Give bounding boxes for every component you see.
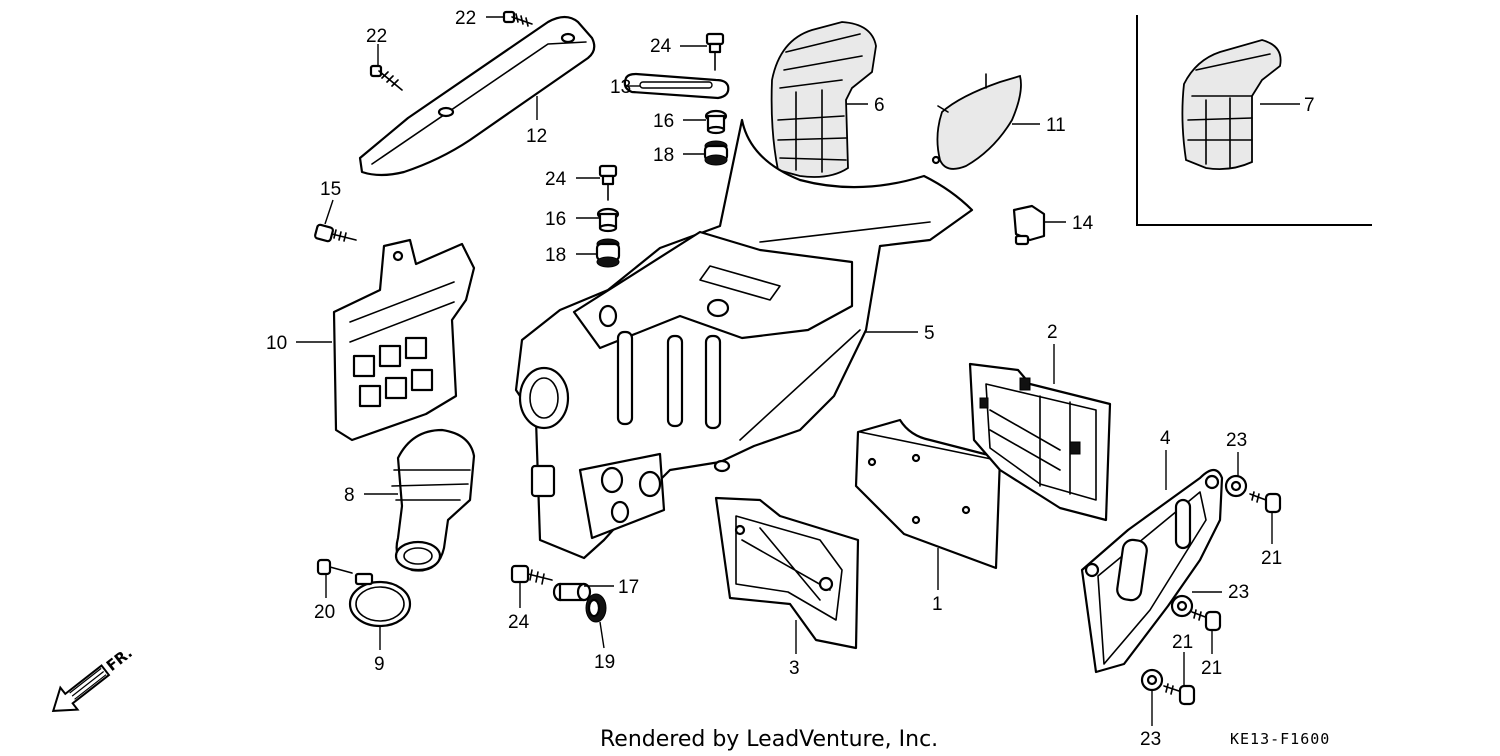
plate-3[interactable]	[714, 496, 860, 650]
callout-23: 23	[1226, 430, 1247, 451]
callout-23: 23	[1228, 582, 1249, 603]
washer-23-lower[interactable]	[1140, 668, 1164, 692]
callout-17: 17	[618, 577, 639, 598]
screw-21-lower[interactable]	[1163, 683, 1196, 706]
screw-21-upper[interactable]	[1249, 491, 1282, 514]
callout-21: 21	[1172, 632, 1193, 653]
air-cleaner-case-5[interactable]	[514, 118, 974, 560]
bracket-10[interactable]	[332, 238, 476, 442]
callout-11: 11	[1046, 115, 1066, 136]
callout-14: 14	[1072, 213, 1094, 234]
filter-element-1[interactable]	[854, 418, 1002, 570]
callout-16: 16	[545, 209, 566, 230]
callout-21: 21	[1261, 548, 1282, 569]
callout-18: 18	[545, 245, 566, 266]
washer-23-middle[interactable]	[1170, 594, 1194, 618]
callout-6: 6	[874, 95, 885, 116]
leader-lines	[296, 16, 1300, 726]
callout-22: 22	[366, 26, 387, 47]
strap[interactable]	[623, 72, 730, 100]
callout-13: 13	[610, 77, 631, 98]
callout-2: 2	[1047, 322, 1058, 343]
footer-credit: Rendered by LeadVenture, Inc.	[600, 727, 938, 752]
intake-duct-7[interactable]	[1181, 39, 1282, 171]
collar-16-middle[interactable]	[596, 207, 620, 233]
washer-23-upper[interactable]	[1224, 474, 1248, 498]
collar-16-upper[interactable]	[704, 109, 728, 135]
callout-12: 12	[526, 126, 547, 147]
collar-17[interactable]	[552, 582, 592, 602]
callout-5: 5	[924, 323, 935, 344]
grommet-18-upper[interactable]	[703, 140, 729, 166]
callout-9: 9	[374, 654, 385, 675]
screw-20[interactable]	[316, 558, 353, 576]
callout-24: 24	[650, 36, 672, 57]
band-9[interactable]	[348, 572, 412, 628]
callout-20: 20	[314, 602, 335, 623]
cover-plate-4[interactable]	[1080, 468, 1224, 674]
grommet-19[interactable]	[585, 593, 607, 623]
cover-11[interactable]	[931, 73, 1022, 170]
callout-22: 22	[455, 8, 476, 29]
callout-numbers: 22 22 12 24 13 16 18 24 16 18 15 10 6 7 …	[266, 8, 1315, 750]
callout-1: 1	[932, 594, 943, 615]
diagram-code: KE13-F1600	[1230, 730, 1330, 748]
callout-15: 15	[320, 179, 341, 200]
direction-label: FR.	[103, 644, 136, 675]
screw-22-upper[interactable]	[502, 10, 533, 27]
callout-19: 19	[594, 652, 615, 673]
callout-24: 24	[508, 612, 530, 633]
bolt-24-upper[interactable]	[705, 32, 725, 71]
front-direction-arrow: FR.	[51, 644, 136, 713]
callout-4: 4	[1160, 428, 1171, 449]
bolt-24-lower[interactable]	[510, 564, 553, 585]
grommet-18-middle[interactable]	[595, 238, 621, 268]
callout-18: 18	[653, 145, 674, 166]
screw-22-lower[interactable]	[369, 64, 403, 91]
inset-border	[1136, 15, 1372, 226]
callout-3: 3	[789, 658, 800, 679]
callout-8: 8	[344, 485, 355, 506]
bolt-15[interactable]	[314, 223, 357, 243]
screw-21-middle[interactable]	[1191, 609, 1222, 632]
boot-8[interactable]	[391, 428, 476, 572]
heat-shield[interactable]	[358, 15, 596, 177]
callout-10: 10	[266, 333, 287, 354]
callout-23: 23	[1140, 729, 1161, 750]
callout-24: 24	[545, 169, 567, 190]
callout-21: 21	[1201, 658, 1222, 679]
callout-16: 16	[653, 111, 674, 132]
callout-7: 7	[1304, 95, 1315, 116]
clip-14[interactable]	[1012, 204, 1046, 246]
intake-duct-6[interactable]	[770, 21, 877, 178]
screen-2[interactable]	[968, 362, 1112, 522]
bolt-24-middle[interactable]	[598, 164, 618, 201]
